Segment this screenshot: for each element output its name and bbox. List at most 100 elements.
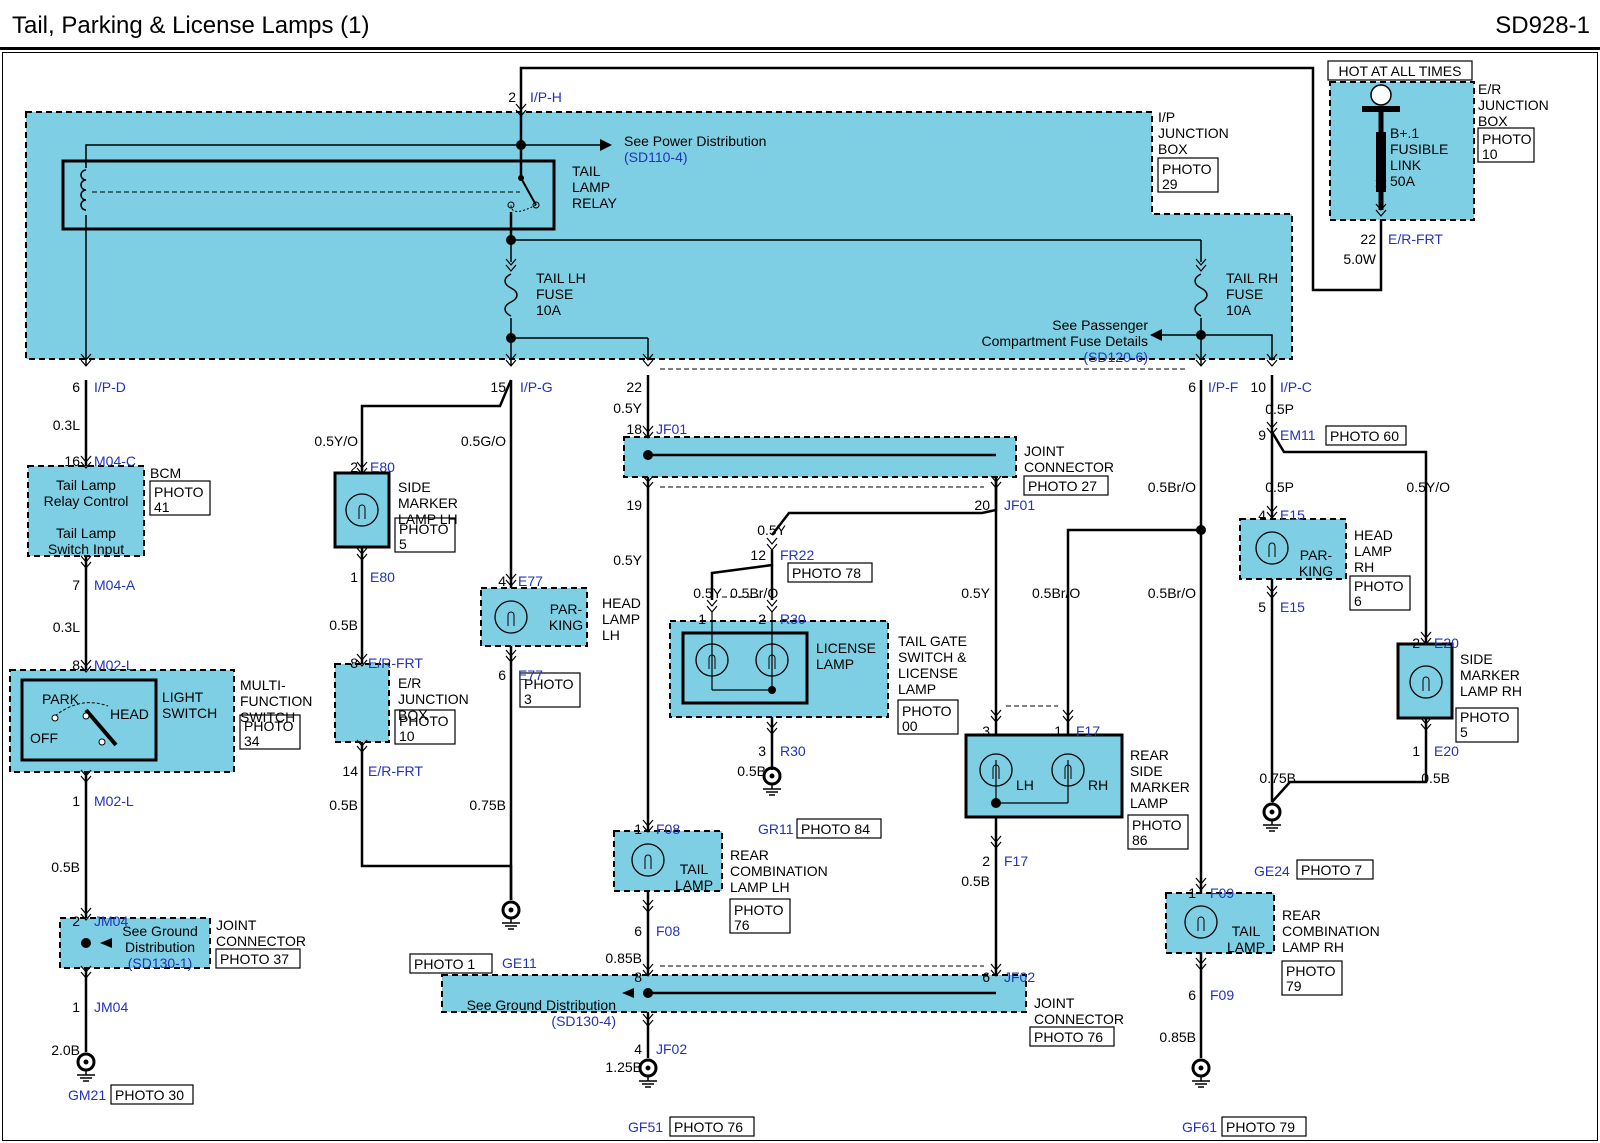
- ge24-name: GE24: [1254, 863, 1290, 879]
- head-rh-bot-pin: 5: [1258, 599, 1266, 615]
- rear-lh-inner-1: TAIL: [680, 861, 709, 877]
- license-inner-1: LICENSE: [816, 640, 876, 656]
- component-boxes: [9, 81, 1475, 1013]
- rear-side-label-3: MARKER: [1130, 779, 1190, 795]
- er-junction-box-fuse: [1329, 81, 1475, 221]
- side-lh-label-2: MARKER: [398, 495, 458, 511]
- splice-dots: [81, 140, 1206, 998]
- wire-05y-b: 0.5Y: [613, 552, 642, 568]
- p22-pin: 22: [626, 379, 642, 395]
- jf01-p20: 20: [974, 497, 990, 513]
- jf02-conn-a: JF02: [1004, 969, 1035, 985]
- fr22-photo: PHOTO 78: [792, 565, 861, 581]
- ipd-conn: I/P-D: [94, 379, 126, 395]
- erjb2-photo-1: PHOTO: [399, 713, 449, 729]
- rear-rh-top-conn: F09: [1210, 885, 1234, 901]
- head-rh-inner-1: PAR-: [1300, 547, 1333, 563]
- mfs-label-3: SWITCH: [240, 709, 295, 725]
- pass-ref-1: See Passenger: [1052, 317, 1148, 333]
- wire-05b-c: 0.5B: [329, 797, 358, 813]
- wire-05yo-a: 0.5Y/O: [314, 433, 358, 449]
- bcm-relay-control-1: Tail Lamp: [56, 477, 116, 493]
- side-lh-photo-1: PHOTO: [399, 521, 449, 537]
- fusible-link-2: FUSIBLE: [1390, 141, 1448, 157]
- diagram-title: Tail, Parking & License Lamps (1): [12, 12, 370, 39]
- erjb-label-2: JUNCTION: [1478, 97, 1549, 113]
- side-rh-label-1: SIDE: [1460, 651, 1493, 667]
- head-rh-photo-1: PHOTO: [1354, 578, 1404, 594]
- rear-lh-label-2: COMBINATION: [730, 863, 828, 879]
- relay-label-1: TAIL: [572, 163, 601, 179]
- switch-head: HEAD: [110, 706, 149, 722]
- rear-side-rh: RH: [1088, 777, 1108, 793]
- wire-125b: 1.25B: [605, 1059, 642, 1075]
- power-dist-ref-link[interactable]: (SD110-4): [624, 149, 688, 165]
- head-lh-photo-2: 3: [524, 691, 532, 707]
- head-lh-top-conn: E77: [518, 573, 543, 589]
- wire-05y-a: 0.5Y: [613, 400, 642, 416]
- light-switch-1: LIGHT: [162, 689, 204, 705]
- head-rh-bot-conn: E15: [1280, 599, 1305, 615]
- head-lh-photo-1: PHOTO: [524, 676, 574, 692]
- rear-lh-bot-pin: 6: [634, 923, 642, 939]
- side-rh-bot-pin: 1: [1412, 743, 1420, 759]
- jf02-p6: 6: [982, 969, 990, 985]
- erjb-photo-2: 10: [1482, 146, 1498, 162]
- ipg-pin: 15: [490, 379, 506, 395]
- wire-05p-b: 0.5P: [1265, 479, 1294, 495]
- gf51-name: GF51: [628, 1119, 663, 1135]
- rear-lh-top-conn: F08: [656, 821, 680, 837]
- bcm-top-pin: 16: [64, 453, 80, 469]
- wire-05y-c: 0.5Y: [757, 522, 786, 538]
- erfrt-conn: E/R-FRT: [1388, 231, 1443, 247]
- bcm-photo-2: 41: [154, 499, 170, 515]
- ipc-conn: I/P-C: [1280, 379, 1312, 395]
- multifunction-switch-box: [9, 669, 235, 773]
- rear-side-p2: 2: [982, 853, 990, 869]
- rear-lh-inner-2: LAMP: [675, 877, 713, 893]
- erjb-photo-1: PHOTO: [1482, 131, 1532, 147]
- rear-side-label-1: REAR: [1130, 747, 1169, 763]
- rear-rh-bot-pin: 6: [1188, 987, 1196, 1003]
- ipc-pin: 10: [1250, 379, 1266, 395]
- wire-03l-a: 0.3L: [53, 417, 80, 433]
- gf61-photo: PHOTO 79: [1226, 1119, 1295, 1135]
- rear-side-photo-1: PHOTO: [1132, 817, 1182, 833]
- light-switch-2: SWITCH: [162, 705, 217, 721]
- jm04-top-conn: JM04: [94, 913, 128, 929]
- erjb2-label-3: BOX: [398, 707, 428, 723]
- rear-combination-rh-box: [1165, 892, 1275, 954]
- bcm-photo-1: PHOTO: [154, 484, 204, 500]
- rear-rh-top-pin: 1: [1188, 885, 1196, 901]
- ipf-pin: 6: [1188, 379, 1196, 395]
- jf01-box: [623, 436, 1017, 478]
- pass-ref-link[interactable]: (SD120-6): [1083, 349, 1148, 365]
- em11-photo: PHOTO 60: [1330, 428, 1399, 444]
- fuses: [504, 273, 1208, 317]
- ge11-photo: PHOTO 1: [414, 956, 475, 972]
- jf01-p19: 19: [626, 497, 642, 513]
- head-lh-top-pin: 4: [498, 573, 506, 589]
- fusible-link-4: 50A: [1390, 173, 1416, 189]
- head-lh-inner-1: PAR-: [550, 601, 583, 617]
- license-label-4: LAMP: [898, 681, 936, 697]
- ipjb-photo-1: PHOTO: [1162, 161, 1212, 177]
- diagram-header: Tail, Parking & License Lamps (1) SD928-…: [0, 0, 1600, 50]
- ge11-name: GE11: [502, 955, 537, 971]
- side-lh-bot-pin: 1: [350, 569, 358, 585]
- side-rh-photo-1: PHOTO: [1460, 709, 1510, 725]
- side-lh-top-pin: 2: [350, 459, 358, 475]
- ipjb-label-3: BOX: [1158, 141, 1188, 157]
- head-lh-label-3: LH: [602, 627, 620, 643]
- license-photo-2: 00: [902, 718, 918, 734]
- mfs-label-2: FUNCTION: [240, 693, 312, 709]
- switch-park: PARK: [42, 691, 80, 707]
- license-lamp-inner: [681, 631, 809, 705]
- jm04-ref-2: Distribution: [125, 939, 195, 955]
- jm04-ref-link[interactable]: (SD130-1): [128, 955, 193, 971]
- erfrt-pin: 22: [1360, 231, 1376, 247]
- iph-pin: 2: [508, 89, 516, 105]
- jf02-ref-link[interactable]: (SD130-4): [551, 1013, 616, 1029]
- license-conn-a: R30: [780, 611, 806, 627]
